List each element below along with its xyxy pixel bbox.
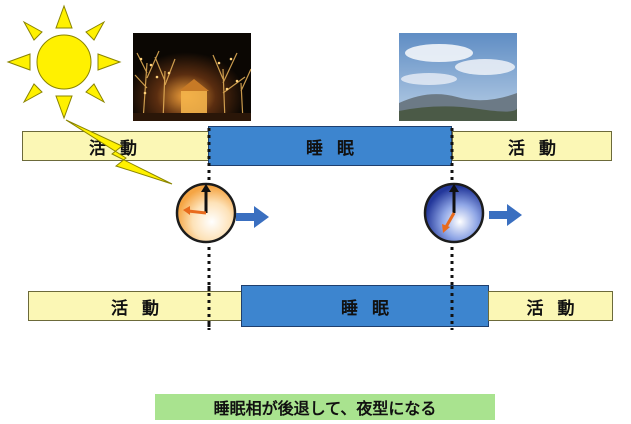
activity-label: 活動 (508, 138, 570, 159)
morning-clock-icon (423, 182, 485, 244)
shift-arrow-icon (236, 206, 269, 228)
night-photo (133, 33, 251, 121)
caption: 睡眠相が後退して、夜型になる (155, 394, 495, 420)
sleep-label: 睡眠 (341, 298, 403, 319)
shift-arrow-icon (489, 204, 522, 226)
activity-bar-bottom-right: 活動 (488, 291, 613, 321)
sky-photo (399, 33, 517, 121)
activity-bar-top-right: 活動 (452, 131, 612, 161)
activity-label: 活動 (526, 298, 589, 319)
activity-bar-bottom-left: 活動 (28, 291, 242, 321)
activity-label: 活動 (111, 298, 173, 319)
sleep-label: 睡眠 (306, 138, 368, 159)
sleep-bar-top: 睡眠 (208, 126, 452, 166)
sleep-bar-bottom: 睡眠 (241, 285, 489, 327)
sun-icon (6, 4, 122, 120)
evening-clock-icon (175, 182, 237, 244)
lightning-icon (65, 119, 173, 185)
